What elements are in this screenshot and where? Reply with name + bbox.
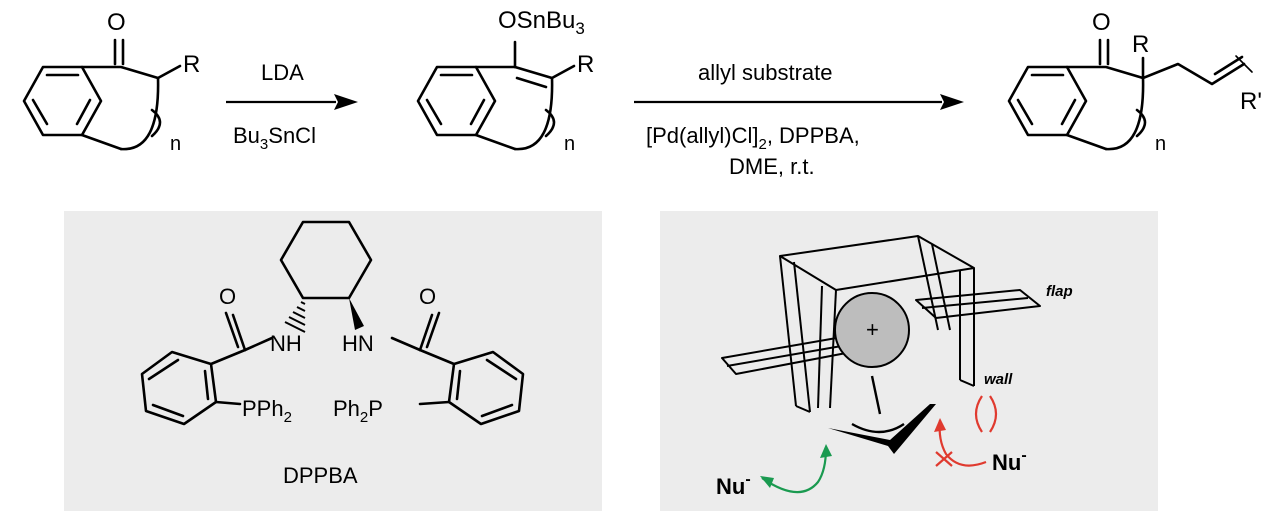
favored-arrow-head-top xyxy=(820,444,832,458)
metal-allyl-bond xyxy=(870,375,882,415)
product-benzene-ring xyxy=(1007,65,1088,137)
ligand-name: DPPBA xyxy=(283,463,358,488)
product-r-group: R xyxy=(1132,31,1149,58)
enol-stannane-structure: OSnBu3 R n xyxy=(416,7,594,155)
favored-arrow-head-bottom xyxy=(760,476,774,488)
allylated-ketone-structure: O R R' n xyxy=(1007,9,1262,155)
steric-clash-marks xyxy=(974,395,998,433)
starting-benzene-ring xyxy=(22,65,103,137)
chiral-pocket-panel xyxy=(660,211,1158,511)
right-amide-nh: HN xyxy=(342,331,374,356)
right-amide-oxygen: O xyxy=(419,284,436,309)
enol-r-bond xyxy=(550,64,576,80)
enol-ring-index: n xyxy=(564,133,575,155)
step1-arrow xyxy=(226,94,358,110)
step2-arrow xyxy=(634,94,964,110)
blocked-cross xyxy=(935,451,953,467)
product-carbonyl-bond xyxy=(1098,38,1110,66)
enol-r-group: R xyxy=(577,51,594,78)
starting-cycloalkanone-ring xyxy=(80,65,162,151)
product-allyl-chain xyxy=(1141,55,1253,86)
nucleophile-right: Nu- xyxy=(992,447,1027,475)
cation-charge: + xyxy=(866,317,879,342)
starting-r-group: R xyxy=(183,51,200,78)
right-wall xyxy=(917,235,975,387)
starting-ketone-structure: O R n xyxy=(22,9,200,155)
allyl-fragment xyxy=(828,404,936,454)
enol-stannyl-group: OSnBu3 xyxy=(498,7,585,38)
wall-label: wall xyxy=(984,371,1013,388)
allyl-pi-arc xyxy=(851,422,905,434)
dppba-ligand-structure: O O NH HN PPh2 Ph2P DPPBA xyxy=(140,220,525,488)
metal-cation-sphere xyxy=(834,292,910,368)
left-wall xyxy=(779,255,837,413)
left-amide-nh: NH xyxy=(270,331,302,356)
starting-ring-index: n xyxy=(170,133,181,155)
left-diphenylphosphino: PPh2 xyxy=(242,396,292,426)
starting-r-bond xyxy=(156,64,182,80)
left-amide-oxygen: O xyxy=(219,284,236,309)
right-flap xyxy=(915,289,1041,319)
step1-reagent-stannane: Bu3SnCl xyxy=(233,123,316,153)
disfavored-arrow-head xyxy=(934,418,946,432)
right-amide-and-arene xyxy=(390,311,525,426)
step2-conditions: DME, r.t. xyxy=(729,154,815,179)
disfavored-attack-arrow xyxy=(938,419,987,467)
chiral-pocket-model: + flap wall Nu- Nu- xyxy=(716,235,1073,499)
enol-carbocycle xyxy=(474,65,556,151)
starting-carbonyl-bond xyxy=(113,38,125,66)
product-carbonyl-oxygen: O xyxy=(1092,9,1111,36)
starting-carbonyl-oxygen: O xyxy=(107,9,126,36)
product-ring-index: n xyxy=(1155,133,1166,155)
dppba-panel xyxy=(64,211,602,511)
step2-allyl-substrate: allyl substrate xyxy=(698,60,833,85)
step2-catalyst: [Pd(allyl)Cl]2, DPPBA, xyxy=(646,123,860,153)
flap-label: flap xyxy=(1046,283,1073,300)
right-diphenylphosphino: Ph2P xyxy=(333,396,383,426)
favored-attack-arrow xyxy=(761,447,828,494)
step1-reagent-lda: LDA xyxy=(261,60,304,85)
enol-benzene-ring xyxy=(416,65,497,137)
nucleophile-left: Nu- xyxy=(716,471,751,499)
product-r-prime-group: R' xyxy=(1240,88,1262,115)
left-amide-and-arene xyxy=(140,311,274,426)
stereo-bonds xyxy=(284,298,364,333)
product-cycloalkanone-ring xyxy=(1065,65,1147,151)
